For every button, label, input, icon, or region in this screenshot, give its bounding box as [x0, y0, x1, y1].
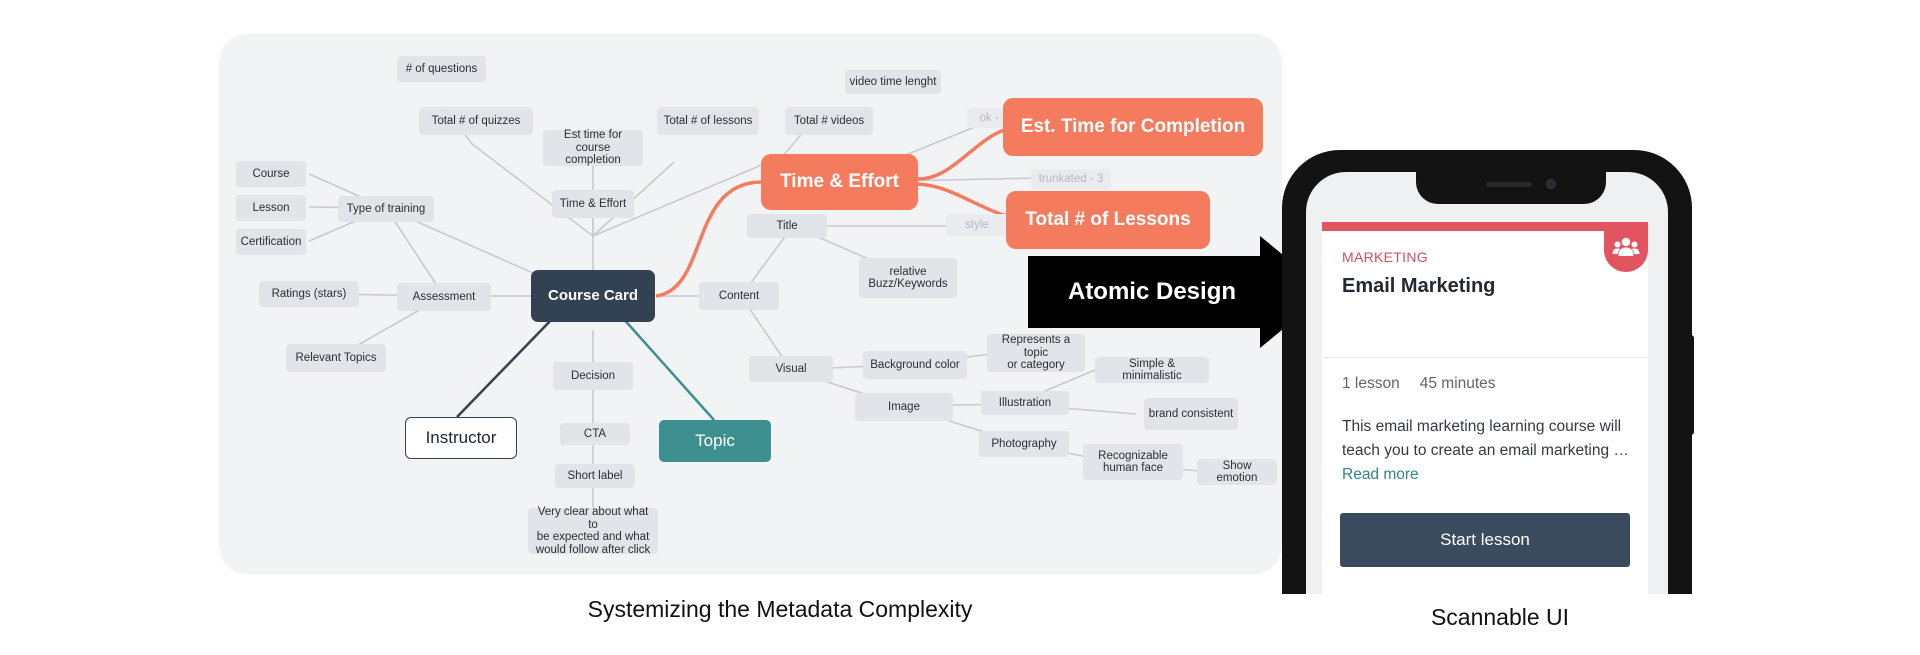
- node-keywords: relative Buzz/Keywords: [859, 258, 957, 298]
- node-course: Course: [236, 161, 306, 187]
- node-visual: Visual: [749, 356, 833, 382]
- caption-scannable-ui: Scannable UI: [1430, 604, 1570, 630]
- caption-systemizing: Systemizing the Metadata Complexity: [587, 596, 973, 622]
- node-instructor: Instructor: [405, 417, 517, 459]
- arrow-icon: [1028, 236, 1328, 348]
- node-video-time: video time lenght: [845, 70, 941, 94]
- node-topic: Topic: [659, 420, 771, 462]
- course-duration: 45 minutes: [1419, 375, 1496, 392]
- instructor-edge: [456, 315, 556, 418]
- node-type-of-training: Type of training: [338, 196, 434, 222]
- node-illustration: Illustration: [981, 391, 1069, 415]
- phone-notch: [1416, 172, 1606, 204]
- node-relevant-topics: Relevant Topics: [286, 344, 386, 372]
- topic-edge: [620, 315, 715, 421]
- people-icon: [1604, 222, 1648, 272]
- node-photography: Photography: [979, 431, 1069, 457]
- node-total-quizzes: Total # of quizzes: [419, 107, 533, 135]
- node-time-effort: Time & Effort: [761, 154, 918, 210]
- node-total-lessons-highlight: Total # of Lessons: [1006, 191, 1210, 249]
- node-simple-minimalistic: Simple & minimalistic: [1095, 357, 1209, 383]
- camera-icon: [1546, 179, 1556, 189]
- node-photo-note: Recognizable human face: [1083, 444, 1183, 480]
- card-divider: [1322, 357, 1648, 358]
- course-meta: 1 lesson 45 minutes: [1342, 375, 1496, 393]
- node-background-note: Represents a topic or category: [987, 334, 1085, 372]
- phone-side-button: [1689, 335, 1694, 435]
- node-quiz-questions: # of questions: [397, 56, 486, 82]
- speaker-icon: [1486, 182, 1532, 187]
- node-show-emotion: Show emotion: [1197, 459, 1277, 485]
- course-card[interactable]: MARKETING Email Marketing 1 lesson 45 mi…: [1322, 222, 1648, 594]
- description-text: This email marketing learning course wil…: [1342, 418, 1629, 459]
- node-decision: Decision: [553, 362, 633, 390]
- course-title[interactable]: Email Marketing: [1342, 275, 1496, 297]
- phone-mockup: MARKETING Email Marketing 1 lesson 45 mi…: [1282, 150, 1692, 594]
- node-brand-consistent: brand consistent: [1144, 398, 1238, 430]
- node-ratings: Ratings (stars): [259, 281, 359, 307]
- node-title: Title: [747, 214, 827, 238]
- node-lesson: Lesson: [236, 195, 306, 221]
- node-faint-trunkated: trunkated - 3: [1031, 169, 1111, 189]
- node-assessment: Assessment: [397, 283, 491, 311]
- phone-screen: MARKETING Email Marketing 1 lesson 45 mi…: [1306, 172, 1668, 594]
- atomic-design-label: Atomic Design: [1067, 278, 1237, 305]
- lesson-count: 1 lesson: [1342, 375, 1400, 392]
- node-short-label: Short label: [555, 464, 635, 488]
- course-description: This email marketing learning course wil…: [1342, 415, 1632, 487]
- read-more-link[interactable]: Read more: [1342, 466, 1419, 483]
- node-certification: Certification: [236, 229, 306, 255]
- orange-edge: [655, 180, 763, 298]
- node-content: Content: [699, 282, 779, 310]
- node-image: Image: [855, 393, 953, 421]
- node-total-videos: Total # videos: [785, 107, 873, 135]
- node-total-lessons: Total # of lessons: [657, 107, 759, 135]
- node-est-time-completion: Est. Time for Completion: [1003, 98, 1263, 156]
- node-est-time: Est time for course completion: [543, 129, 643, 166]
- start-lesson-button[interactable]: Start lesson: [1340, 513, 1630, 567]
- node-background-color: Background color: [863, 351, 967, 379]
- category-label: MARKETING: [1342, 249, 1428, 265]
- node-cta: CTA: [560, 423, 630, 445]
- node-time-effort-small: Time & Effort: [552, 190, 634, 218]
- node-decision-note: Very clear about what to be expected and…: [528, 506, 658, 556]
- node-faint-style: style: [946, 214, 1008, 236]
- node-course-card: Course Card: [531, 270, 655, 322]
